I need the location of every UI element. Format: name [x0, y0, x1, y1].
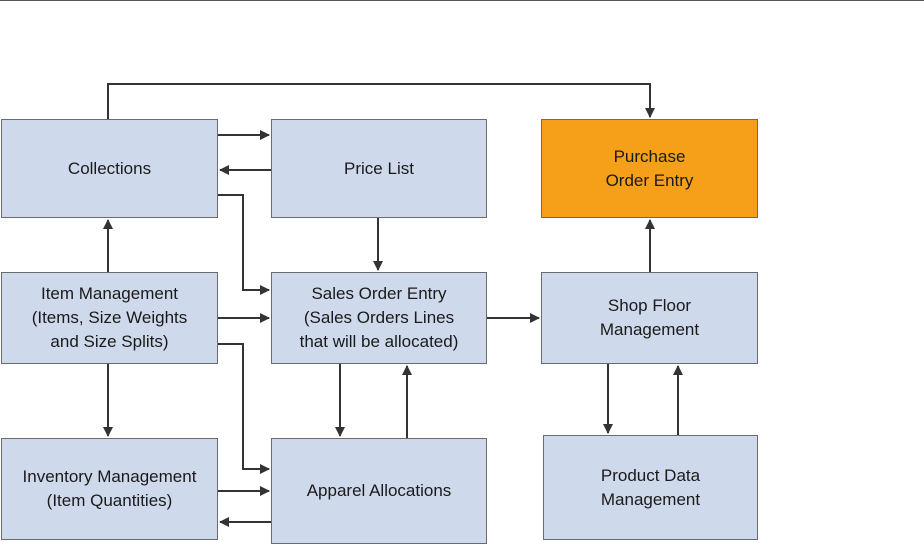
node-collections[interactable]: Collections	[1, 119, 218, 218]
top-divider	[0, 0, 924, 1]
node-item-management[interactable]: Item Management (Items, Size Weights and…	[1, 272, 218, 364]
node-collections-label: Collections	[67, 158, 152, 178]
node-apparel-allocations[interactable]: Apparel Allocations	[271, 438, 487, 544]
node-shop-floor-management[interactable]: Shop Floor Management	[541, 272, 758, 364]
node-product-data-management-label: Product Data Management	[600, 465, 701, 509]
edge-item-management-to-apparel	[218, 343, 270, 474]
node-inventory-management[interactable]: Inventory Management (Item Quantities)	[1, 438, 218, 540]
node-sales-order-entry[interactable]: Sales Order Entry (Sales Orders Lines th…	[271, 272, 487, 364]
node-shop-floor-management-label: Shop Floor Management	[599, 296, 700, 339]
edge-collections-to-sales-order	[218, 194, 270, 295]
node-apparel-allocations-label: Apparel Allocations	[306, 481, 452, 500]
node-sales-order-entry-label: Sales Order Entry (Sales Orders Lines th…	[299, 284, 459, 351]
node-product-data-management[interactable]: Product Data Management	[543, 435, 758, 540]
node-price-list-label: Price List	[344, 158, 414, 178]
node-item-management-label: Item Management (Items, Size Weights and…	[31, 284, 188, 351]
edge-collections-to-purchase-order	[107, 83, 655, 119]
node-price-list[interactable]: Price List	[271, 119, 487, 218]
node-purchase-order-entry[interactable]: Purchase Order Entry	[541, 119, 758, 218]
node-inventory-management-label: Inventory Management (Item Quantities)	[22, 467, 197, 510]
node-purchase-order-entry-label: Purchase Order Entry	[605, 146, 694, 190]
